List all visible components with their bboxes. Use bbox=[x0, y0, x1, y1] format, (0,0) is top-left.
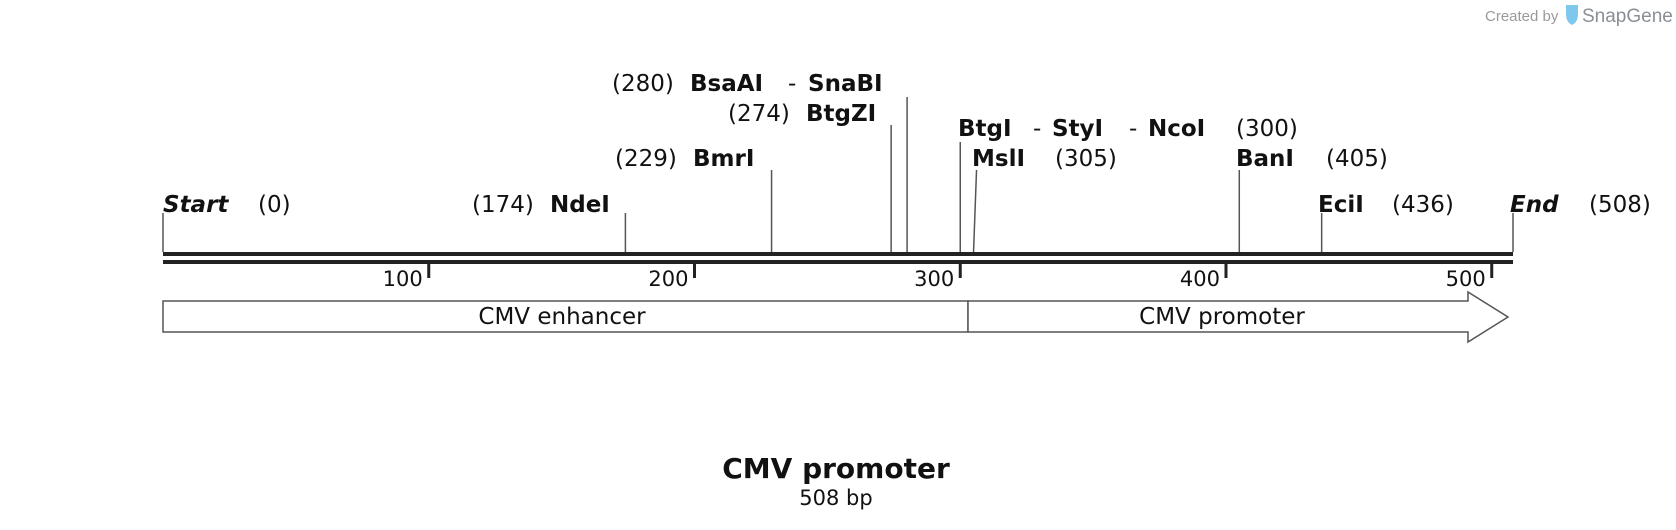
separator: - bbox=[788, 71, 796, 97]
btgzi-label: BtgZI bbox=[806, 101, 876, 127]
site-markers bbox=[162, 97, 1514, 253]
bmri-label: BmrI bbox=[693, 146, 754, 172]
btgi-label: BtgI bbox=[958, 116, 1012, 142]
msli-marker bbox=[972, 169, 978, 253]
tick-mark bbox=[1490, 264, 1494, 278]
btgi-styi-ncoi-position: (300) bbox=[1236, 116, 1298, 142]
tick-mark bbox=[427, 264, 431, 278]
bsaai-snabi-position: (280) bbox=[612, 71, 674, 97]
sequence-backbone bbox=[163, 252, 1513, 264]
start-label: Start bbox=[163, 192, 229, 218]
brand-text: SnapGene bbox=[1582, 6, 1673, 27]
feature-label: CMV enhancer bbox=[478, 304, 646, 330]
ecii-position: (436) bbox=[1392, 192, 1454, 218]
end-position: (508) bbox=[1589, 192, 1651, 218]
tick-label: 200 bbox=[648, 267, 688, 291]
tick-label: 500 bbox=[1446, 267, 1486, 291]
ndei-label: NdeI bbox=[550, 192, 610, 218]
btgzi-position: (274) bbox=[728, 101, 790, 127]
credit-text: Created by bbox=[1485, 8, 1559, 25]
styi-label: StyI bbox=[1052, 116, 1103, 142]
bmri-position: (229) bbox=[615, 146, 677, 172]
snabi-label: SnaBI bbox=[808, 71, 883, 97]
feature-cmv-enhancer: CMV enhancer bbox=[162, 300, 969, 333]
end-label: End bbox=[1510, 192, 1559, 218]
ncoi-label: NcoI bbox=[1148, 116, 1205, 142]
snapgene-logo-icon bbox=[1566, 5, 1578, 25]
scale-ticks: 100 200 300 400 500 bbox=[383, 264, 1494, 291]
feature-label: CMV promoter bbox=[1139, 304, 1305, 330]
tick-label: 400 bbox=[1180, 267, 1220, 291]
feature-cmv-promoter: CMV promoter bbox=[967, 290, 1510, 344]
map-size: 508 bp bbox=[799, 486, 872, 510]
ndei-position: (174) bbox=[472, 192, 534, 218]
bani-label: BanI bbox=[1236, 146, 1294, 172]
separator: - bbox=[1033, 116, 1041, 142]
ecii-label: EciI bbox=[1318, 192, 1364, 218]
tick-mark bbox=[1224, 264, 1228, 278]
tick-label: 300 bbox=[914, 267, 954, 291]
bani-position: (405) bbox=[1326, 146, 1388, 172]
tick-mark bbox=[692, 264, 696, 278]
tick-mark bbox=[958, 264, 962, 278]
separator: - bbox=[1129, 116, 1137, 142]
msli-position: (305) bbox=[1055, 146, 1117, 172]
bsaai-label: BsaAI bbox=[690, 71, 763, 97]
map-title: CMV promoter bbox=[722, 452, 950, 485]
tick-label: 100 bbox=[383, 267, 423, 291]
start-position: (0) bbox=[258, 192, 291, 218]
msli-label: MslI bbox=[972, 146, 1025, 172]
